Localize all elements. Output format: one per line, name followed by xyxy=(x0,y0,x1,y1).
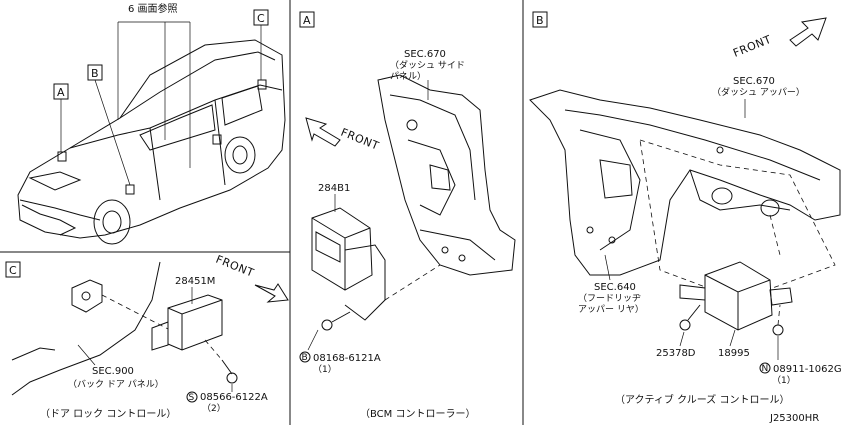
part-number-25378d: 25378D xyxy=(656,348,696,359)
front-arrow-c: FRONT xyxy=(214,253,256,280)
sec-670-label-a: SEC.670 xyxy=(404,49,446,60)
drawing-code: J25300HR xyxy=(769,413,819,424)
front-label-c: FRONT xyxy=(214,253,256,280)
front-arrow-a-icon xyxy=(305,117,341,147)
active-cruise-control-unit xyxy=(679,261,793,331)
callout-c[interactable]: C xyxy=(253,9,269,80)
caption-active-cruise: （アクティブ クルーズ コントロール） xyxy=(615,393,789,406)
front-arrow-a: FRONT xyxy=(339,126,381,153)
panel-c-tag xyxy=(5,261,21,278)
svg-text:B: B xyxy=(91,67,99,80)
front-arrow-b-icon xyxy=(789,17,827,47)
bcm-controller xyxy=(311,207,386,321)
sec-670-desc-b: （ダッシュ アッパー） xyxy=(712,86,805,98)
vehicle-overview: 6 画面参照 A B C xyxy=(17,2,286,245)
nut-prefix: N xyxy=(762,364,769,374)
caption-door-lock: （ドア ロック コントロール） xyxy=(40,408,176,420)
sec-670-desc-a: （ダッシュ サイドパネル） xyxy=(390,59,465,82)
front-arrow-b: FRONT xyxy=(731,33,773,60)
part-number-284b1: 284B1 xyxy=(318,183,350,194)
screw xyxy=(204,339,238,384)
panel-b-tag xyxy=(532,11,548,28)
sec-670-label-b: SEC.670 xyxy=(733,76,775,87)
callout-a[interactable]: A xyxy=(53,83,69,152)
panel-c: C FRONT 28451M S 08566-6122A xyxy=(5,253,289,420)
panel-a-letter: A xyxy=(303,14,311,27)
front-arrow-c-icon xyxy=(254,283,289,303)
sec-640-label: SEC.640 xyxy=(594,282,636,293)
screw-code: 08566-6122A xyxy=(200,392,268,403)
caption-bcm: （BCM コントローラー） xyxy=(360,408,475,420)
dash-side-panel xyxy=(377,74,516,276)
part-number-18995: 18995 xyxy=(718,348,750,359)
car-body xyxy=(17,39,286,245)
sec-900-desc: （バック ドア パネル） xyxy=(68,379,164,390)
panel-a-tag xyxy=(299,11,315,28)
panel-dividers xyxy=(0,0,524,425)
callout-b[interactable]: B xyxy=(87,64,131,186)
svg-text:C: C xyxy=(257,12,265,25)
bolt-qty-a: （1） xyxy=(313,364,337,375)
bolt-a xyxy=(321,311,351,331)
screw-qty: （2） xyxy=(202,403,226,414)
front-label-a: FRONT xyxy=(339,126,381,153)
panel-b-letter: B xyxy=(536,14,544,27)
nut-qty: （1） xyxy=(772,375,796,386)
nut-code: 08911-1062G xyxy=(773,364,842,375)
bolt-b xyxy=(679,304,701,331)
door-lock-control-unit xyxy=(151,294,223,351)
panel-b: B FRONT SEC.670 （ダッシュ アッパー） xyxy=(529,11,842,406)
dash-upper-structure xyxy=(529,89,841,276)
bolt-prefix-a: B xyxy=(302,353,308,363)
screw-prefix: S xyxy=(189,393,195,403)
sec-640-desc: （フードリッヂアッパー リヤ） xyxy=(578,293,644,315)
bracket xyxy=(71,279,103,313)
part-number-28451m: 28451M xyxy=(175,276,215,287)
panel-c-letter: C xyxy=(9,264,17,277)
ref-note: 6 画面参照 xyxy=(128,2,178,15)
bolt-code-a: 08168-6121A xyxy=(313,353,381,364)
sec-900-label: SEC.900 xyxy=(92,366,134,377)
back-door-panel xyxy=(11,261,161,396)
nut-b xyxy=(772,304,784,336)
front-label-b: FRONT xyxy=(731,33,773,60)
svg-text:A: A xyxy=(57,86,65,99)
panel-a: A SEC.670 （ダッシュ サイドパネル） FRONT 28 xyxy=(299,11,516,420)
